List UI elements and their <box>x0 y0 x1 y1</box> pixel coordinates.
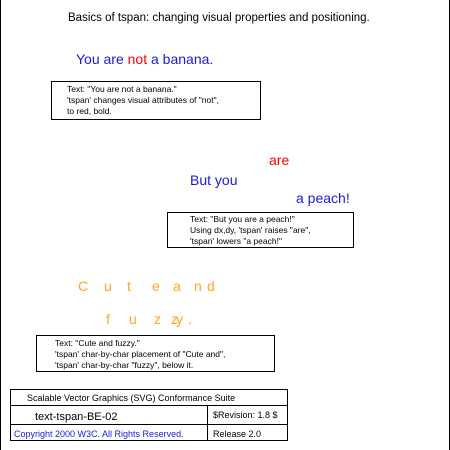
peach-note-line-1: Text: "But you are a peach!" <box>190 214 295 224</box>
fuzzy-note-line-2: 'tspan' char-by-char placement of "Cute … <box>55 349 225 359</box>
fuzzy-note-line-3: 'tspan' char-by-char "fuzzy", below it. <box>55 360 193 370</box>
footer-test-id: text-tspan-BE-02 <box>35 411 118 423</box>
fuzzy-row-2-char-1: u <box>129 311 137 327</box>
banana-part-1: You are <box>76 51 128 67</box>
fuzzy-row-1-char-0: C <box>78 278 88 294</box>
footer-revision: $Revision: 1.8 $ <box>213 410 278 420</box>
page-title: Basics of tspan: changing visual propert… <box>68 12 370 24</box>
banana-part-2: a banana. <box>147 51 213 67</box>
footer-outer-box <box>10 389 288 441</box>
banana-note-line-1: Text: "You are not a banana." <box>67 84 177 94</box>
footer-suite-label: Scalable Vector Graphics (SVG) Conforman… <box>27 393 235 403</box>
fuzzy-note-line-1: Text: "Cute and fuzzy." <box>55 338 140 348</box>
footer-copyright-link[interactable]: Copyright 2000 W3C. All Rights Reserved. <box>14 429 184 439</box>
fuzzy-note-box <box>36 335 275 372</box>
banana-highlight-not: not <box>128 51 148 67</box>
banana-sentence: You are not a banana. <box>76 51 213 67</box>
fuzzy-row-1-char-2: t <box>127 278 131 294</box>
peach-a-peach: a peach! <box>296 190 350 206</box>
peach-note-line-2: Using dx,dy, 'tspan' raises "are", <box>190 225 311 235</box>
peach-note-line-3: 'tspan' lowers "a peach!" <box>190 236 282 246</box>
peach-are: are <box>269 152 289 168</box>
peach-but-you: But you <box>190 172 237 188</box>
banana-note-box <box>51 81 261 120</box>
banana-note-line-3: to red, bold. <box>67 106 112 116</box>
fuzzy-row-1-char-1: u <box>104 278 112 294</box>
banana-note-line-2: 'tspan' changes visual attributes of "no… <box>67 95 219 105</box>
footer-release: Release 2.0 <box>213 429 261 439</box>
peach-note-box <box>167 212 354 248</box>
fuzzy-row-1-char-6: d <box>207 278 215 294</box>
fuzzy-row-2-char-0: f <box>106 311 110 327</box>
fuzzy-row-1-char-4: a <box>173 278 181 294</box>
fuzzy-row-2-char-3: z <box>171 311 178 327</box>
fuzzy-row-2-char-2: z <box>154 311 161 327</box>
fuzzy-row-1-char-5: n <box>194 278 202 294</box>
fuzzy-row-2-char-4: y <box>176 311 183 327</box>
footer-conformance-box: Scalable Vector Graphics (SVG) Conforman… <box>10 389 288 441</box>
fuzzy-row-1-char-3: e <box>152 278 160 294</box>
fuzzy-row-2-char-5: . <box>188 311 192 327</box>
